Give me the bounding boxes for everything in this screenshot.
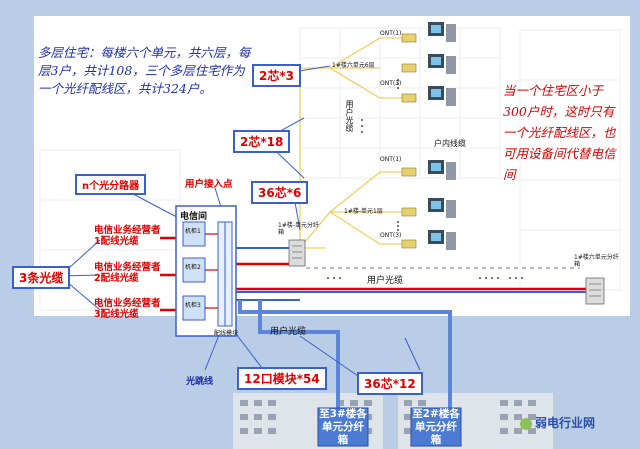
indoor-cable-label: 户内线缆 — [434, 139, 466, 148]
ont-b3-label: ONT(3) — [380, 232, 402, 239]
ont-b1-label: ONT(1) — [380, 156, 402, 163]
ont-device-b3 — [401, 230, 456, 250]
to-bldg2-label: 至2#楼各单元分纤箱 — [412, 408, 460, 446]
ont-device-b2 — [401, 198, 456, 218]
operator-2-label: 电信业务经营者2配线光缆 — [94, 262, 161, 284]
dist-box-2-label: 1#楼六单元分纤箱 — [574, 254, 619, 268]
operator-1-label: 电信业务经营者1配线光缆 — [94, 225, 161, 247]
white-panel — [34, 16, 630, 316]
user-cable-label-1: 用户光缆 — [367, 276, 404, 286]
rack-1-label: 机柜1 — [185, 228, 201, 235]
label-three-cables: 3条光缆 — [12, 266, 71, 289]
telecom-room-title: 电信间 — [180, 212, 208, 222]
unit-6-label: 1#楼六单元6层 — [332, 62, 375, 69]
ont-a3-label: ONT(3) — [380, 80, 402, 87]
to-bldg3-label: 至3#楼各单元分纤箱 — [319, 408, 367, 446]
to-bldg2-box — [410, 407, 462, 447]
ellipsis-dots — [327, 79, 523, 279]
red-trunk — [236, 262, 588, 291]
user-access-point-label: 用户接入点 — [185, 179, 233, 190]
rack-3-label: 机柜3 — [185, 302, 201, 309]
ont-device-a3 — [401, 86, 456, 106]
watermark-text: 弱电行业网 — [535, 416, 596, 430]
user-cable-label-2: 用户光缆 — [270, 327, 307, 337]
operator-3-label: 电信业务经营者3配线光缆 — [94, 298, 161, 320]
ont-device-b1 — [401, 160, 456, 180]
label-2core-x18: 2芯*18 — [233, 130, 291, 153]
ont-device-a1 — [401, 22, 456, 43]
note-right: 当一个住宅区小于300户时，这时只有一个光纤配线区，也可用设备间代替电信间 — [503, 83, 616, 182]
distribution-box-2 — [585, 277, 605, 305]
unit-1-label: 1#楼-单元1层 — [344, 208, 383, 215]
jumper-label: 光跳线 — [186, 377, 214, 387]
label-36core-x6: 36芯*6 — [251, 181, 309, 204]
rack-2-label: 机柜2 — [185, 264, 201, 271]
distribution-box-1 — [288, 239, 306, 267]
to-bldg3-box — [317, 407, 369, 447]
wechat-icon — [520, 417, 532, 430]
label-36core-x12: 36芯*12 — [357, 372, 423, 395]
patch-module-label: 配线模块 — [214, 330, 239, 337]
user-cable-trunk — [236, 247, 586, 301]
watermark: 弱电行业网 — [520, 414, 595, 431]
ont-a1-label: ONT(1) — [380, 30, 402, 37]
label-12port-module: 12口模块*54 — [237, 367, 327, 390]
label-2core-x3: 2芯*3 — [252, 64, 301, 87]
note-left: 多层住宅：每楼六个单元，共六层，每层3户，共计108，三个多层住宅作为一个光纤配… — [38, 45, 251, 96]
patch-links — [205, 233, 218, 309]
dist-box-1-label: 1#楼-单元分纤箱 — [278, 222, 320, 236]
ont-device-a2 — [401, 54, 456, 74]
user-cable-vertical-label: 用户光缆 — [345, 100, 354, 132]
label-splitter: n个光分路器 — [75, 174, 147, 195]
